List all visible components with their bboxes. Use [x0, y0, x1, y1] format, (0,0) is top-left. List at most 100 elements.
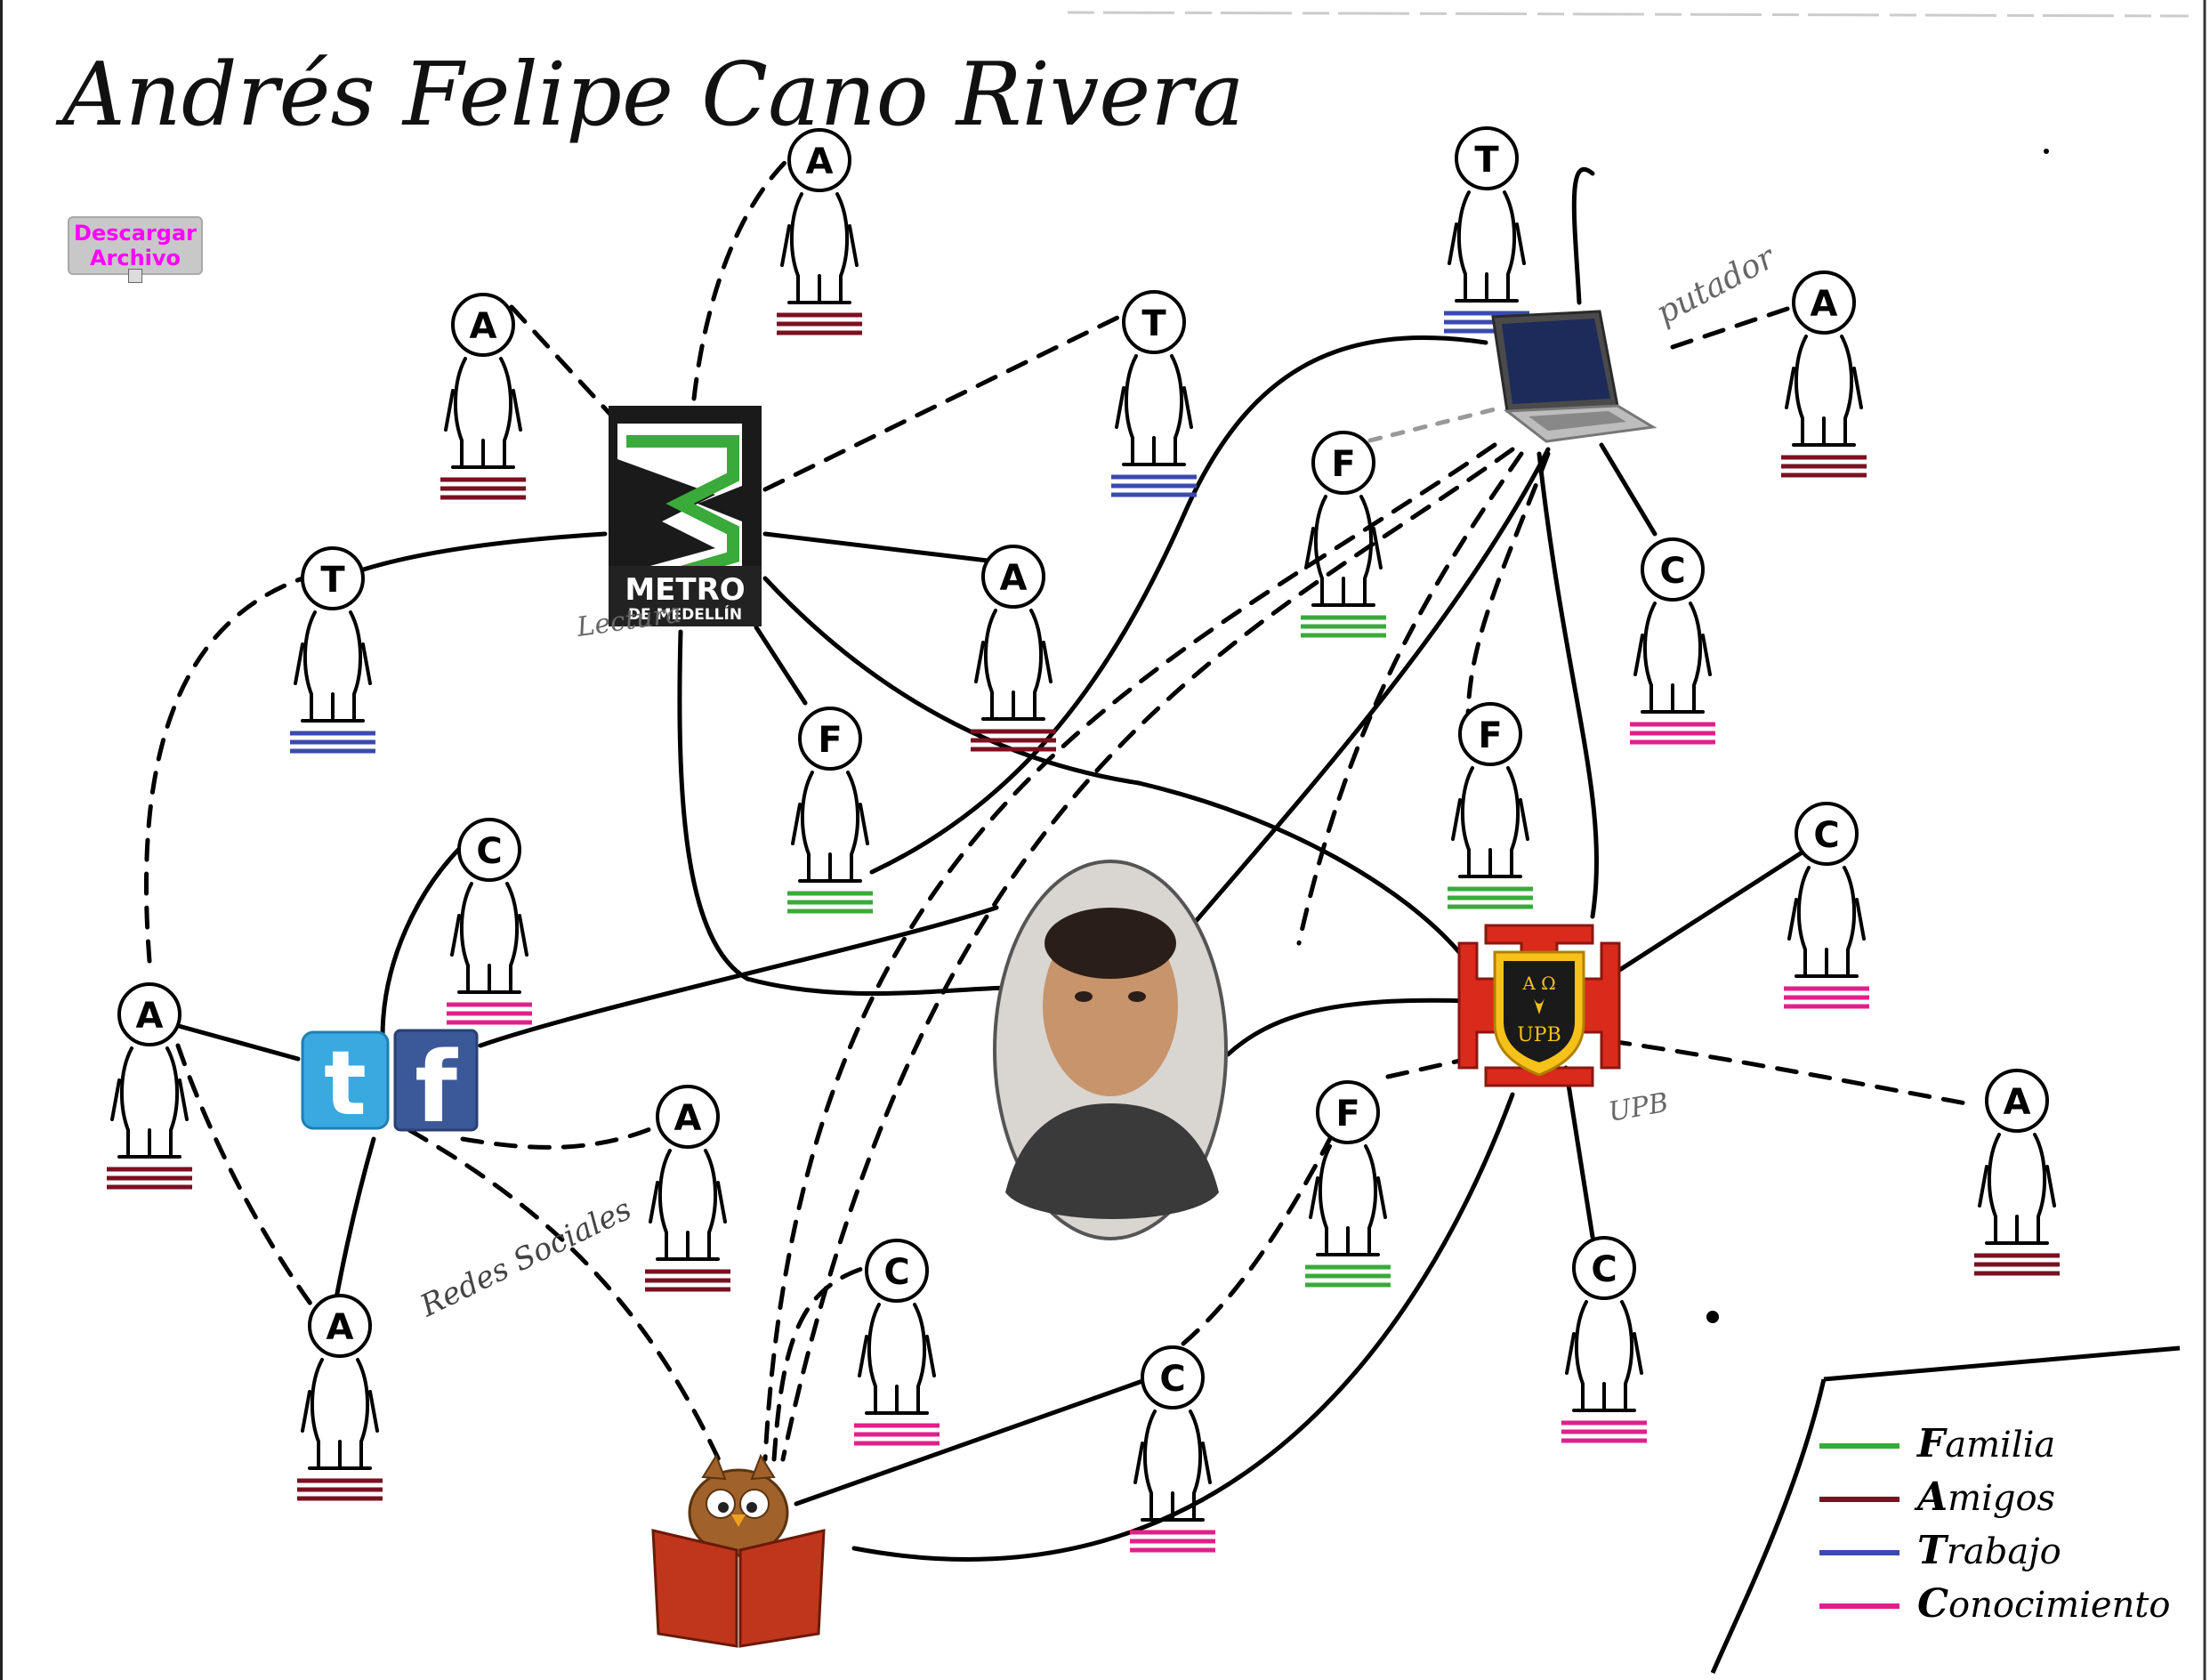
- link-laptop-t1: [1571, 166, 1595, 305]
- person-figure: C: [1561, 1236, 1647, 1443]
- person-body: [1309, 1144, 1387, 1256]
- person-body: [1565, 1300, 1643, 1412]
- person-head: [308, 1294, 372, 1358]
- person-body: [1448, 190, 1526, 303]
- person-head: [1311, 431, 1375, 495]
- link-metro-f2: [754, 625, 808, 706]
- connections: [143, 153, 1969, 1562]
- person-letter: A: [806, 141, 834, 182]
- person-head: [301, 546, 365, 610]
- person-body: [974, 609, 1053, 721]
- download-file-button[interactable]: Descargar Archivo: [68, 216, 203, 275]
- metro-logo[interactable]: METRO DE MEDELLÍN: [609, 406, 762, 626]
- laptop-keyboard: [1528, 411, 1626, 431]
- upb-annotation: UPB: [1606, 1087, 1671, 1128]
- person-figure: A: [1974, 1069, 2060, 1276]
- link-metro-f1: [762, 531, 990, 563]
- link-laptop-upb: [1537, 451, 1600, 919]
- person-letter: A: [470, 306, 497, 347]
- owl-pupil-right: [746, 1502, 757, 1513]
- link-social-f3: [478, 905, 999, 1048]
- person-figure: F: [787, 707, 873, 914]
- legend-rest: rabajo: [1947, 1531, 2061, 1572]
- person-letter: F: [1335, 1094, 1359, 1135]
- person-head: [981, 545, 1045, 609]
- person-figure: F: [1301, 431, 1386, 638]
- link-laptop-owl: [762, 442, 1497, 1462]
- person-head: [1316, 1080, 1380, 1144]
- person-head: [656, 1085, 720, 1149]
- upb-shield[interactable]: Α Ω UPB: [1457, 924, 1621, 1087]
- person-body: [1785, 335, 1863, 447]
- person-letter: A: [2004, 1082, 2031, 1123]
- page-title: Andrés Felipe Cano Rivera: [55, 44, 1245, 146]
- link-laptop-f: [1465, 451, 1551, 723]
- upb-letters: Α Ω: [1521, 973, 1555, 994]
- social-icons[interactable]: t f: [301, 1029, 479, 1144]
- facebook-icon[interactable]: [393, 1029, 479, 1132]
- person-head: [451, 293, 515, 357]
- owl-ear-left: [701, 1453, 727, 1481]
- person-figure: A: [107, 982, 192, 1190]
- upb-drop-icon: [1534, 998, 1545, 1014]
- link-social-f: [460, 1123, 661, 1150]
- legend-initial: F: [1916, 1421, 1948, 1466]
- upb-name: UPB: [1517, 1024, 1561, 1046]
- link-a3-social: [166, 1021, 301, 1062]
- link-laptop-center: [1190, 447, 1551, 928]
- owl-beak: [731, 1514, 746, 1527]
- link-metro-a2: [691, 153, 794, 401]
- person-figure: A: [645, 1085, 730, 1292]
- person-figure: C: [1784, 802, 1869, 1009]
- person-body: [1978, 1133, 2056, 1245]
- link-a3-a6: [175, 1043, 323, 1320]
- link-laptop-c1: [1599, 442, 1658, 537]
- link-a3-t3: [143, 576, 305, 964]
- link-social-c4: [380, 843, 465, 1039]
- link-social-a6: [331, 1136, 376, 1315]
- person-body: [294, 610, 372, 723]
- photo-eye-left: [1075, 991, 1093, 1002]
- link-social-owl: [407, 1127, 723, 1466]
- person-letter: A: [327, 1307, 354, 1348]
- person-figure: A: [440, 293, 526, 500]
- link-laptop-a4: [1670, 300, 1809, 350]
- person-figure: C: [1130, 1345, 1215, 1553]
- laptop-icon[interactable]: [1491, 310, 1658, 443]
- facebook-glyph: f: [415, 1030, 458, 1144]
- metro-line1: METRO: [625, 572, 745, 608]
- person-letter: C: [476, 831, 502, 872]
- link-laptop-owl-2: [780, 447, 1515, 1462]
- legend-label: Amigos: [1914, 1474, 2055, 1520]
- profile-photo[interactable]: [993, 860, 1228, 1240]
- person-letter: C: [1591, 1249, 1617, 1290]
- person-head: [787, 128, 851, 192]
- legend-top-line: [1823, 1345, 2181, 1382]
- person-body: [791, 771, 869, 883]
- person-body: [858, 1303, 936, 1415]
- person-letter: C: [1159, 1359, 1185, 1400]
- person-figure: C: [1630, 537, 1715, 745]
- legend-initial: T: [1917, 1528, 1949, 1573]
- owl-book-icon[interactable]: [651, 1453, 826, 1648]
- legend-rest: migos: [1948, 1478, 2055, 1519]
- person-letter: C: [1813, 815, 1839, 856]
- person-body: [444, 357, 522, 469]
- person-body: [450, 882, 528, 994]
- link-laptop-a5: [1367, 407, 1497, 443]
- legend-label: Familia: [1916, 1421, 2055, 1466]
- person-letter: F: [1478, 715, 1502, 756]
- twitter-icon[interactable]: [301, 1030, 390, 1130]
- person-letter: T: [1474, 140, 1499, 181]
- social-annotation: Redes Sociales: [415, 1191, 638, 1325]
- person-figure: T: [1444, 126, 1529, 334]
- person-head: [1641, 537, 1705, 602]
- link-metro-a1: [509, 304, 617, 421]
- metro-logo-stripe: [625, 435, 739, 594]
- person-figure: C: [447, 818, 532, 1025]
- link-metro-t3: [335, 531, 608, 581]
- person-head: [457, 818, 521, 882]
